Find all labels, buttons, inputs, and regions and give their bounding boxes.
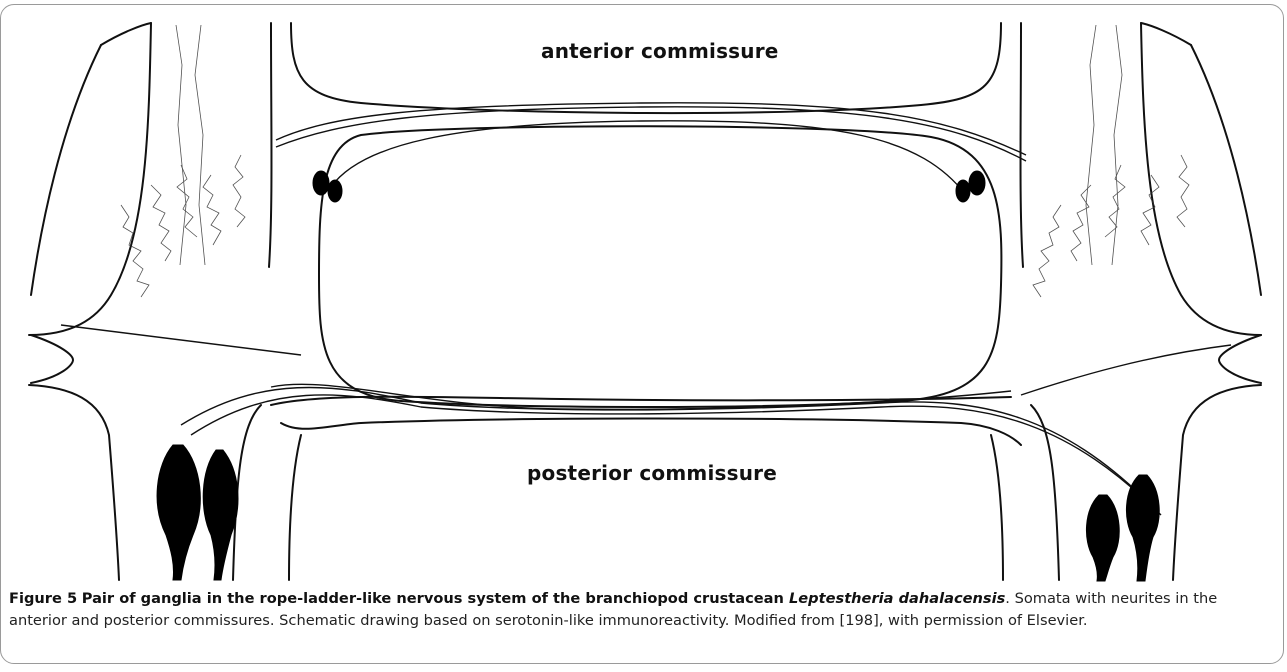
caption-title-main: Pair of ganglia in the rope-ladder-like … bbox=[82, 590, 784, 607]
anterior-commissure-outline bbox=[291, 23, 1001, 113]
soma-anterior-right-2 bbox=[969, 171, 985, 195]
right-connective-outer bbox=[1141, 23, 1261, 335]
caption-title-end: . bbox=[1005, 590, 1010, 607]
soma-anterior-left-1 bbox=[313, 171, 329, 195]
soma-anterior-right-1 bbox=[956, 180, 970, 202]
soma-posterior-right-1 bbox=[1086, 495, 1119, 581]
left-connective-inner bbox=[269, 23, 272, 267]
caption-figure-number: Figure 5 bbox=[9, 590, 77, 607]
ganglia-drawing bbox=[1, 5, 1284, 585]
soma-anterior-left-2 bbox=[328, 180, 342, 202]
soma-posterior-right-2 bbox=[1126, 475, 1159, 581]
caption-species-name: Leptestheria dahalacensis bbox=[789, 590, 1005, 607]
caption-title: Pair of ganglia in the rope-ladder-like … bbox=[82, 590, 1006, 607]
anterior-commissure-label: anterior commissure bbox=[541, 39, 779, 63]
central-ring bbox=[319, 126, 1001, 407]
figure-panel: anterior commissure posterior commissure… bbox=[0, 4, 1284, 664]
figure-caption: Figure 5 Pair of ganglia in the rope-lad… bbox=[9, 588, 1275, 632]
posterior-commissure-label: posterior commissure bbox=[527, 461, 777, 485]
soma-posterior-left-1 bbox=[157, 445, 200, 580]
right-connective-inner bbox=[1021, 23, 1024, 267]
